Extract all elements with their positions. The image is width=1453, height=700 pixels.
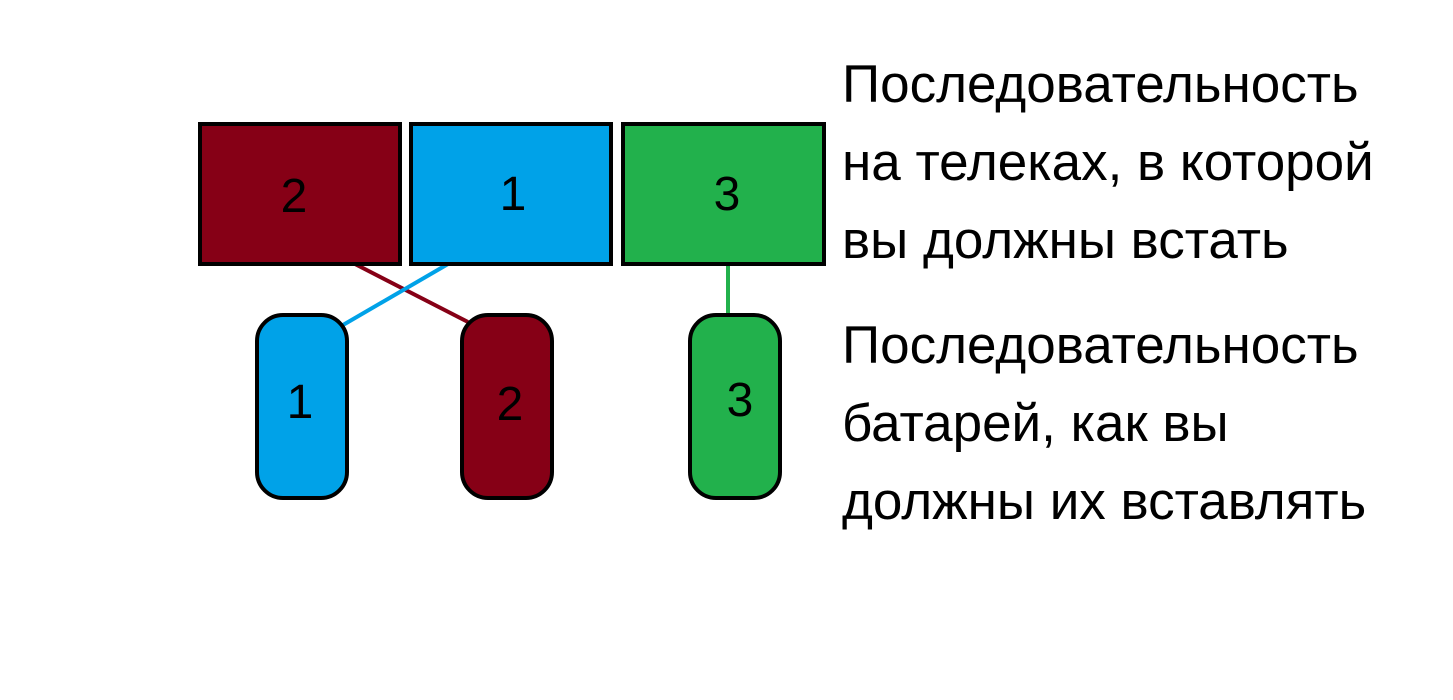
battery-1 — [255, 313, 349, 500]
tv-box-1 — [409, 122, 613, 266]
battery-order-caption-line-3: должны их вставлять — [842, 472, 1367, 531]
tv-order-caption-line-2: на телеках, в которой — [842, 133, 1374, 192]
tv-order-caption: Последовательность на телеках, в которой… — [842, 46, 1374, 280]
battery-order-caption: Последовательность батарей, как вы должн… — [842, 307, 1366, 541]
battery-label-3: 3 — [727, 374, 754, 427]
tv-label-2: 2 — [281, 170, 308, 223]
battery-order-caption-line-1: Последовательность — [842, 316, 1359, 375]
connector-blue — [341, 262, 450, 327]
tv-order-caption-line-1: Последовательность — [842, 55, 1359, 114]
battery-3 — [688, 313, 782, 500]
tv-label-1: 1 — [500, 168, 527, 221]
battery-label-2: 2 — [497, 378, 524, 431]
battery-label-1: 1 — [287, 376, 314, 429]
tv-label-3: 3 — [714, 168, 741, 221]
tv-box-2 — [198, 122, 402, 266]
connector-red — [354, 262, 469, 324]
tv-order-caption-line-3: вы должны встать — [842, 211, 1289, 270]
tv-box-3 — [621, 122, 826, 266]
battery-order-caption-line-2: батарей, как вы — [842, 394, 1229, 453]
battery-2 — [460, 313, 554, 500]
